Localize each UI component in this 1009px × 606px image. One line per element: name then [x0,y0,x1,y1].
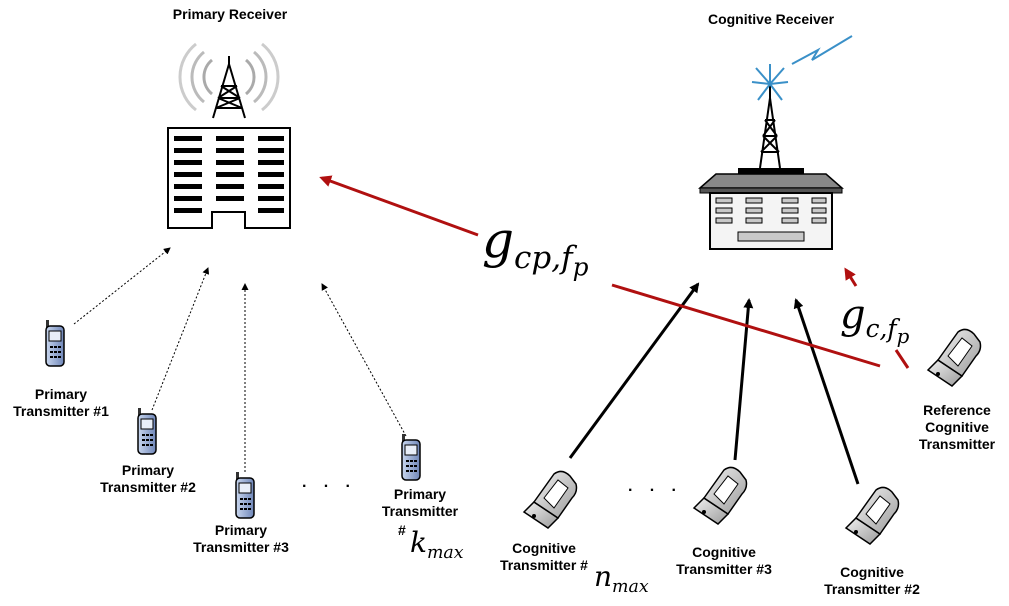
pt2-line2: Transmitter #2 [100,479,196,495]
cross-gain-base: g [482,211,515,269]
primary-phone-icon-3 [235,472,255,519]
ptk-kmax: kmax [410,526,464,563]
primary-phone-icon-k [401,434,421,481]
pt3-line1: Primary [214,522,268,538]
primary-tower-icon [178,42,280,119]
cross-gain-subsub: f [561,239,573,276]
primary-link-2 [151,267,210,411]
primary-transmitter-3-label: Primary Transmitter #3 [180,522,302,556]
cognitive-receiver-label: Cognitive Receiver [707,11,835,27]
cognitive-phone-icon-2 [844,486,900,545]
cognitive-link-n [568,282,700,459]
ctn-sub: max [612,577,649,598]
ptk-hash: # [398,522,406,538]
cognitive-link-2 [793,298,860,485]
pt1-line1: Primary [34,386,88,402]
cross-gain-sub: cp, [514,239,562,276]
primary-link-k [321,283,407,437]
cross-gain-subsubsub: p [572,252,589,282]
primary-phone-icon-2 [137,408,157,455]
primary-building-icon [167,127,291,229]
reference-phone-icon [926,328,982,387]
cognitive-phone-icon-3 [692,466,748,525]
cognitive-ellipsis: · · · [628,482,683,499]
cognitive-building-icon [698,168,844,250]
ctn-line1: Cognitive [512,540,576,556]
ptk-line2: Transmitter [381,503,459,519]
cross-link-segment-1 [319,175,479,237]
ref-gain-subsubsub: p [896,324,910,348]
ref-line1: Reference [923,402,991,418]
ref-gain-sub: c, [865,313,888,343]
cognitive-tower-icon [751,35,853,169]
cognitive-transmitter-3-label: Cognitive Transmitter #3 [664,544,784,578]
primary-phone-icon-1 [45,320,65,367]
primary-transmitter-1-label: Primary Transmitter #1 [0,386,122,420]
primary-ellipsis: · · · [302,478,357,495]
pt2-line1: Primary [121,462,175,478]
cross-link-segment-2 [611,283,881,368]
ref-gain-subsub: f [887,313,897,343]
reference-transmitter-label: Reference Cognitive Transmitter [912,402,1002,453]
primary-receiver-label: Primary Receiver [172,6,288,22]
cognitive-transmitter-2-label: Cognitive Transmitter #2 [812,564,932,598]
primary-transmitter-2-label: Primary Transmitter #2 [88,462,208,496]
primary-link-1 [73,247,171,325]
ct2-line1: Cognitive [840,564,904,580]
reference-link-segment-2 [844,267,858,287]
ctn-line2: Transmitter # [500,557,588,573]
ref-line2: Cognitive [925,419,989,435]
pt3-line2: Transmitter #3 [193,539,289,555]
ptk-k: k [410,526,427,559]
ct3-line2: Transmitter #3 [676,561,772,577]
ct2-line2: Transmitter #2 [824,581,920,597]
ctn-nmax: nmax [594,560,649,597]
primary-transmitter-k-label: Primary Transmitter [370,486,470,520]
ctn-n: n [594,560,613,593]
ptk-sub: max [426,543,464,564]
reference-gain-label: gc,fp [840,292,909,360]
cognitive-phone-icon-n [522,470,578,529]
ptk-line1: Primary [393,486,447,502]
cross-gain-label: gcp,fp [482,212,588,295]
pt1-line2: Transmitter #1 [13,403,109,419]
reference-link-segment-1 [894,349,910,369]
ct3-line1: Cognitive [692,544,756,560]
cognitive-transmitter-n-label: Cognitive Transmitter # [490,540,598,574]
ref-gain-base: g [840,292,866,338]
ref-line3: Transmitter [918,436,996,452]
